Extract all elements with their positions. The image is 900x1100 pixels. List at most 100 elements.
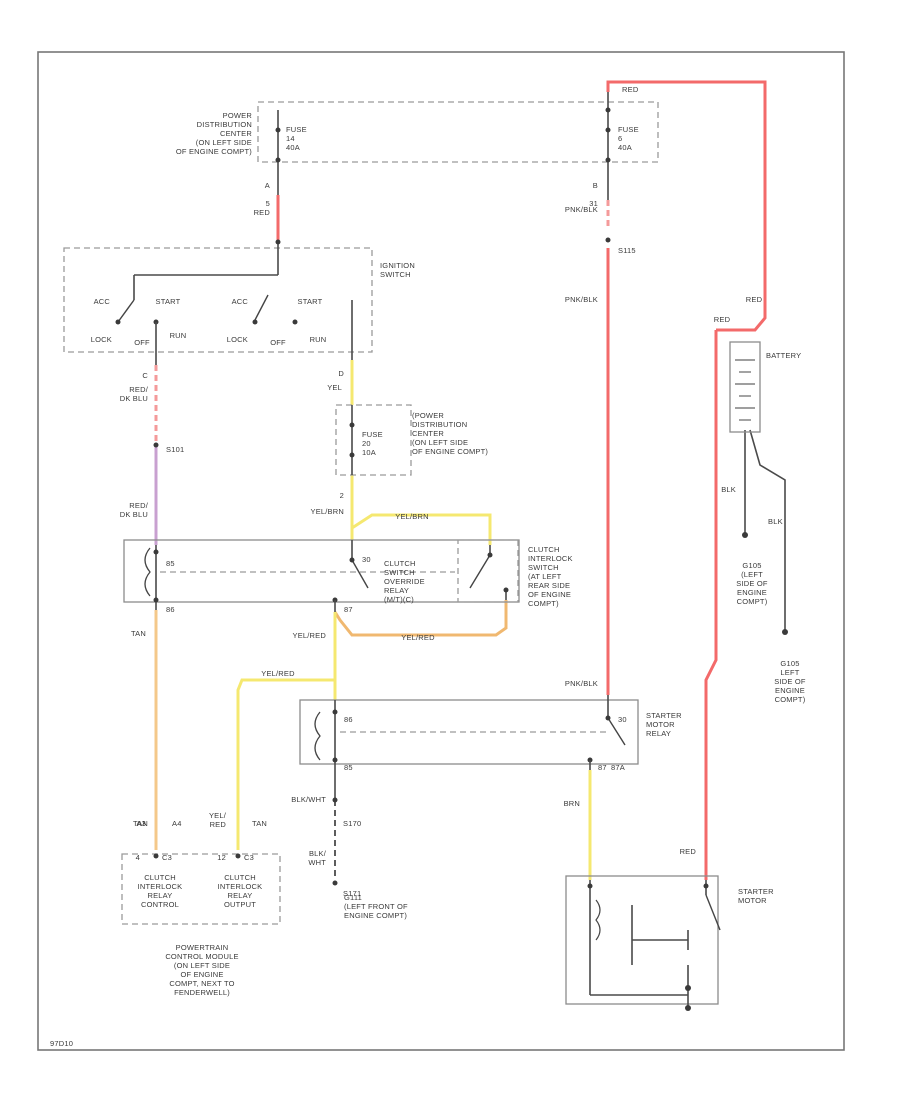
wire-label-blk-1: BLK <box>721 485 736 494</box>
pin-87a: 87A <box>611 763 625 772</box>
wire-red-battery-feed <box>606 80 767 332</box>
starter-relay-internals <box>314 695 626 770</box>
pin-2: 2 <box>340 491 344 500</box>
pin-b: B <box>593 181 598 190</box>
wire-label-red-starter: RED <box>680 847 697 856</box>
fuse20-symbol <box>349 405 355 475</box>
ignition-switch-box <box>63 247 373 353</box>
wire-label-blk-wht-1: BLK/WHT <box>291 795 326 804</box>
wire-label-blk-2: BLK <box>768 517 783 526</box>
ignition-contacts <box>115 242 353 365</box>
wire-yel-red-pcm <box>236 678 335 850</box>
fuse14-symbol <box>275 110 281 195</box>
switch-start2: START <box>298 297 323 306</box>
wire-blk-ground2 <box>749 429 786 630</box>
pin-a4: A4 <box>172 819 182 828</box>
pin-86b: 86 <box>344 715 353 724</box>
wire-label-pnk-blk-1: PNK/BLK <box>565 205 598 214</box>
wire-label-yel-red-pcm: YEL/RED <box>209 811 227 829</box>
switch-off2: OFF <box>270 338 286 347</box>
pcm-box <box>121 853 281 925</box>
ground-g105b-terminal <box>782 629 788 635</box>
switch-run2: RUN <box>310 335 327 344</box>
splice-s115: S115 <box>618 246 636 255</box>
pin-87b: 87 <box>598 763 607 772</box>
switch-start1: START <box>156 297 181 306</box>
pin-5: 5 <box>266 199 270 208</box>
clutch-relay-internals <box>144 540 509 612</box>
footer-code: 97D10 <box>50 1039 73 1048</box>
pin-31: 31 <box>589 199 598 208</box>
pin-30: 30 <box>362 555 371 564</box>
switch-lock2: LOCK <box>227 335 248 344</box>
pin-a3: A3 <box>136 819 146 828</box>
diagram-frame <box>37 51 845 1051</box>
wire-label-brn: BRN <box>564 799 580 808</box>
pin-86: 86 <box>166 605 175 614</box>
clutch-interlock-switch-box <box>457 539 519 603</box>
wire-label-yel-brn-1: YEL/BRN <box>311 507 345 516</box>
switch-acc2: ACC <box>232 297 249 306</box>
wire-label-red-dkblu-2: RED/DK BLU <box>120 501 149 519</box>
wire-yel-red-clutch <box>333 600 508 637</box>
pdc-mid-box <box>335 404 412 476</box>
pin-a: A <box>265 181 270 190</box>
switch-off1: OFF <box>134 338 150 347</box>
pin-c3b: C3 <box>244 853 254 862</box>
wire-red-starter <box>704 330 718 880</box>
splice-s101: S101 <box>166 445 184 454</box>
fuse6-symbol <box>605 92 611 200</box>
wire-label-red-dkblu-1: RED/DK BLU <box>120 385 149 403</box>
splice-s171: S171 <box>343 889 361 898</box>
pin-87: 87 <box>344 605 353 614</box>
pdc-top-box <box>257 101 659 163</box>
wire-label-yel-brn-2: YEL/BRN <box>395 512 429 521</box>
switch-run1: RUN <box>170 331 187 340</box>
pin-c3: C3 <box>162 853 172 862</box>
wire-label-yel: YEL <box>327 383 342 392</box>
wire-label-yel-red-2: YEL/RED <box>401 633 435 642</box>
battery-label: BATTERY <box>766 351 801 360</box>
wire-label-tan-2: TAN <box>133 819 148 828</box>
wire-label-yel-red-3: YEL/RED <box>261 669 295 678</box>
battery-box <box>729 341 761 433</box>
pin-85b: 85 <box>344 763 353 772</box>
wire-label-red-top: RED <box>254 208 271 217</box>
pin-4: 4 <box>136 853 140 862</box>
wire-label-tan-1: TAN <box>131 629 146 638</box>
switch-lock1: LOCK <box>91 335 112 344</box>
pin-30b: 30 <box>618 715 627 724</box>
wire-label-red-batt: RED <box>746 295 763 304</box>
wire-label-pnk-blk-3: PNK/BLK <box>565 679 598 688</box>
wire-label-red-batt2: RED <box>714 315 731 324</box>
wire-label-yel-red-1: YEL/RED <box>293 631 327 640</box>
pin-85: 85 <box>166 559 175 568</box>
wire-label-pnk-blk-2: PNK/BLK <box>565 295 598 304</box>
wire-label-blk-wht-2: BLK/WHT <box>308 849 326 867</box>
switch-acc1: ACC <box>94 297 111 306</box>
wire-label-tan-pcm: TAN <box>252 819 267 828</box>
ground-g105-terminal <box>742 532 748 538</box>
splice-s170: S170 <box>343 819 361 828</box>
pin-c: C <box>142 371 148 380</box>
pin-12: 12 <box>217 853 226 862</box>
pin-d: D <box>338 369 344 378</box>
